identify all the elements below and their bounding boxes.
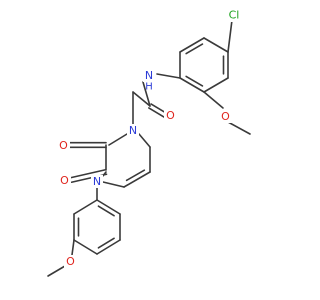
bond-a56 [179, 77, 205, 93]
bond-a12 [179, 37, 205, 53]
molecule-structure-diagram: Cl N H O O N N O O [47, 8, 251, 277]
atom-label-ring-o-c2: O [59, 139, 68, 152]
atom-ring-o-c3: O [58, 174, 71, 187]
atom-amide-n: N H [143, 69, 155, 93]
atom-label-amide-o: O [166, 109, 175, 122]
bond-c3-o-a [69, 168, 107, 179]
bond-c-o-amide-b [150, 103, 167, 114]
atom-ether-o-1: O [219, 110, 232, 123]
bond-a45 [203, 77, 229, 93]
bond-nh-camide [142, 81, 151, 107]
bond-c-o-amide-a [148, 107, 165, 118]
atom-label-amide-n: N [145, 69, 153, 82]
bond-b34-inner [97, 237, 115, 249]
atom-ring-n4: N [91, 175, 103, 188]
atom-ether-o-2: O [64, 255, 77, 268]
bond-c5-c6 [123, 171, 151, 188]
bond-o-ch3-2 [47, 265, 66, 277]
atom-label-ether-o-2: O [66, 255, 75, 268]
bond-layer [47, 19, 251, 277]
atom-amide-o: O [164, 109, 177, 122]
bond-c6b-n1 [138, 133, 151, 148]
atom-ring-n1: N [127, 124, 139, 137]
bond-a56-inner [185, 75, 204, 87]
bond-b34 [96, 239, 121, 255]
bond-n1-c2 [108, 133, 128, 146]
atom-label-cl: Cl [229, 9, 240, 22]
bond-c-o-ether1 [203, 91, 224, 109]
bond-c5-c6-inner [125, 169, 146, 182]
bond-c-nh [156, 73, 181, 79]
bond-b45 [73, 239, 98, 255]
atom-label-ring-n4: N [93, 175, 101, 188]
bond-b12 [96, 199, 121, 215]
atom-label-amide-h: H [145, 82, 153, 93]
atom-label-layer: Cl N H O O N N O O [57, 8, 243, 268]
atom-label-ether-o-1: O [221, 110, 230, 123]
atom-label-ring-o-c3: O [60, 174, 69, 187]
bond-b12-inner [97, 205, 115, 217]
atom-cl: Cl [225, 8, 243, 22]
bond-b61 [73, 199, 98, 215]
bond-a23 [203, 37, 229, 53]
bond-o-ch3-1 [227, 121, 251, 135]
bond-c-cl [227, 19, 233, 53]
bond-a12-inner [185, 43, 204, 55]
bond-camide-ch2 [132, 91, 151, 107]
bond-n4-c5 [102, 181, 125, 188]
atom-label-ring-n1: N [129, 124, 137, 137]
bond-c-o-ether2 [71, 239, 75, 256]
atom-ring-o-c2: O [57, 139, 70, 152]
